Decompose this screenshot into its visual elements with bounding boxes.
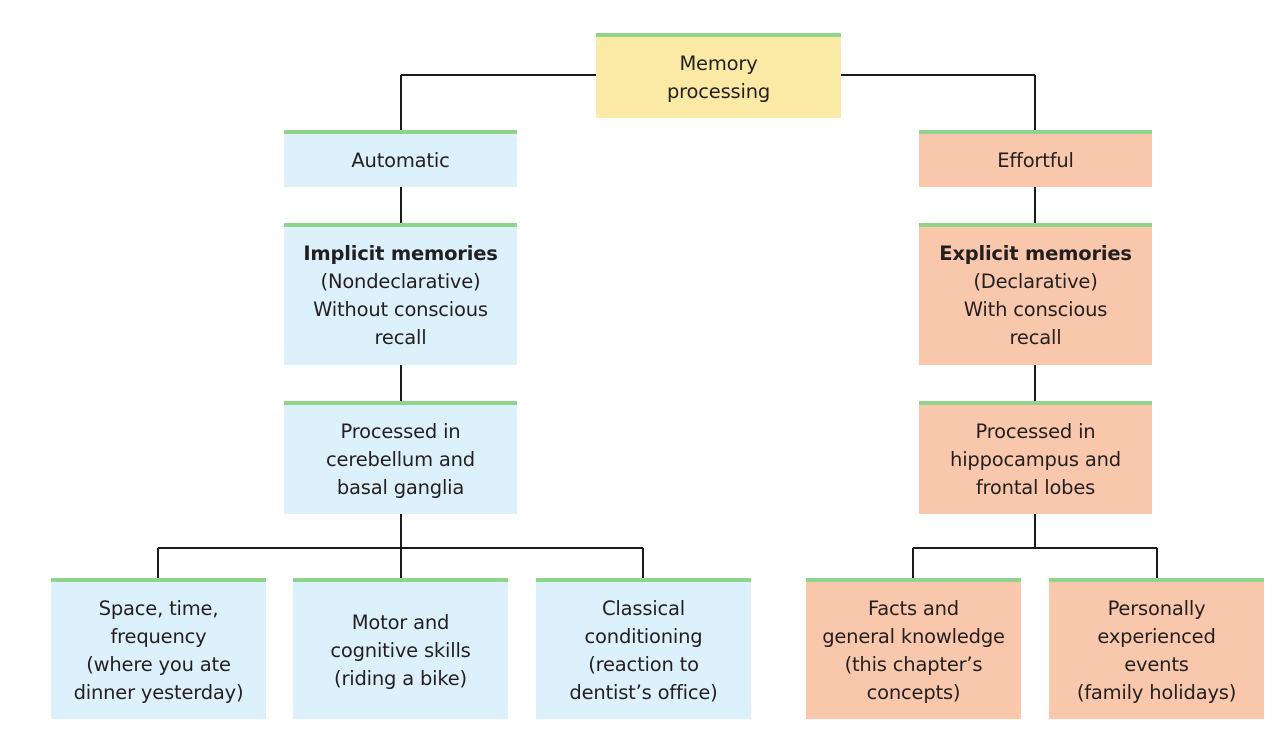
classical-line-3: (reaction to [588,652,699,676]
automatic-processed-line-1: Processed in [340,419,461,443]
space-line-3: (where you ate [86,652,231,676]
automatic-processed-line-2: cerebellum and [326,447,475,471]
implicit-line-1: (Nondeclarative) [320,270,481,293]
automatic-processed-line-3: basal ganglia [336,475,465,499]
automatic-label: Automatic [351,148,450,172]
personal-line-1: Personally [1107,596,1206,620]
classical-line-1: Classical [601,596,685,620]
classical-line-4: dentist’s office) [569,680,718,704]
personal-line-4: (family holidays) [1076,680,1237,704]
facts-line-4: concepts) [866,680,961,704]
space-time-frequency-node: Space, time, frequency (where you ate di… [51,578,266,719]
implicit-memories-title: Implicit memories [303,242,498,265]
effortful-processed-line-1: Processed in [975,419,1096,443]
implicit-memories-node: Implicit memories (Nondeclarative) Witho… [284,223,517,365]
explicit-memories-title: Explicit memories [939,242,1132,265]
classical-line-2: conditioning [584,624,703,648]
effortful-processed-node: Processed in hippocampus and frontal lob… [919,401,1152,514]
space-line-4: dinner yesterday) [73,680,244,704]
explicit-line-1: (Declarative) [973,270,1098,293]
personal-line-3: events [1124,652,1189,676]
facts-line-2: general knowledge [822,624,1005,648]
automatic-processed-node: Processed in cerebellum and basal gangli… [284,401,517,514]
personally-experienced-events-node: Personally experienced events (family ho… [1049,578,1264,719]
explicit-line-3: recall [1009,326,1062,349]
motor-line-2: cognitive skills [330,638,471,662]
root-line-1: Memory [679,51,758,75]
implicit-line-3: recall [374,326,427,349]
root-line-2: processing [666,79,771,103]
motor-cognitive-skills-node: Motor and cognitive skills (riding a bik… [293,578,508,719]
motor-line-3: (riding a bike) [334,666,467,690]
effortful-label: Effortful [997,148,1074,172]
classical-conditioning-node: Classical conditioning (reaction to dent… [536,578,751,719]
automatic-node: Automatic [284,130,517,187]
personal-line-2: experienced [1097,624,1216,648]
motor-line-1: Motor and [351,610,450,634]
facts-general-knowledge-node: Facts and general knowledge (this chapte… [806,578,1021,719]
explicit-line-2: With conscious [963,298,1108,321]
effortful-processed-line-3: frontal lobes [975,475,1096,499]
facts-line-1: Facts and [868,596,959,620]
effortful-node: Effortful [919,130,1152,187]
implicit-line-2: Without conscious [313,298,488,321]
root-node-memory-processing: Memory processing [596,33,841,118]
space-line-1: Space, time, [98,596,219,620]
explicit-memories-node: Explicit memories (Declarative) With con… [919,223,1152,365]
facts-line-3: (this chapter’s [844,652,983,676]
space-line-2: frequency [110,624,207,648]
effortful-processed-line-2: hippocampus and [950,447,1121,471]
